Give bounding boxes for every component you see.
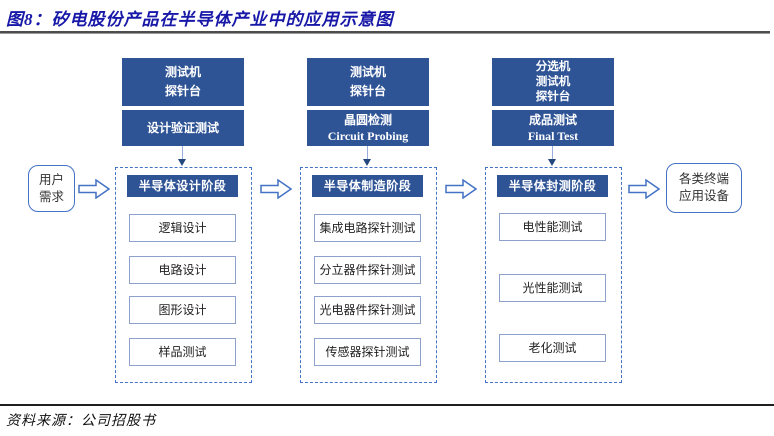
- stage-item: 样品测试: [129, 338, 236, 366]
- test-type-line: 成品测试: [528, 113, 577, 127]
- stage-design: 测试机 探针台 设计验证测试 半导体设计阶段 逻辑设计 电路设计 图形设计 样品…: [115, 0, 252, 436]
- stage-header: 半导体设计阶段: [127, 175, 238, 197]
- equipment-box: 测试机 探针台: [122, 58, 244, 106]
- test-type-line: Final Test: [527, 129, 579, 143]
- equipment-line: 分选机: [535, 60, 571, 73]
- equipment-line: 测试机: [349, 65, 386, 79]
- user-demand-line1: 用户: [38, 172, 64, 187]
- test-type-line: 晶圆检测: [343, 113, 392, 127]
- terminal-devices-line2: 应用设备: [678, 189, 729, 203]
- source-note: 资料来源：公司招股书: [6, 414, 156, 429]
- equipment-line: 探针台: [349, 84, 386, 98]
- test-type-line: Circuit Probing: [327, 129, 409, 143]
- right-arrow-icon: [260, 179, 292, 199]
- equipment-line: 探针台: [535, 90, 571, 103]
- stage-item: 集成电路探针测试: [314, 214, 421, 242]
- equipment-box: 测试机 探针台: [307, 58, 429, 106]
- stage-header: 半导体封测阶段: [497, 175, 608, 197]
- equipment-line: 测试机: [164, 65, 201, 79]
- user-demand-box: 用户 需求: [28, 165, 75, 212]
- test-type-box: 成品测试 Final Test: [492, 110, 614, 146]
- figure-title: 图8：矽电股份产品在半导体产业中的应用示意图: [6, 10, 394, 29]
- stage-item: 光性能测试: [499, 274, 606, 302]
- test-type-box: 设计验证测试: [122, 110, 244, 146]
- stage-manufacturing: 测试机 探针台 晶圆检测 Circuit Probing 半导体制造阶段 集成电…: [300, 0, 437, 436]
- stage-item: 光电器件探针测试: [314, 296, 421, 324]
- right-arrow-icon: [628, 179, 660, 199]
- equipment-line: 探针台: [164, 84, 201, 98]
- stage-item: 图形设计: [129, 296, 236, 324]
- stage-header: 半导体制造阶段: [312, 175, 423, 197]
- connector-line: [367, 146, 368, 160]
- user-demand-line2: 需求: [38, 189, 64, 204]
- down-arrow-icon: [548, 159, 556, 166]
- stage-item: 分立器件探针测试: [314, 256, 421, 284]
- stage-item: 逻辑设计: [129, 214, 236, 242]
- stage-item: 老化测试: [499, 334, 606, 362]
- stage-packaging-testing: 分选机 测试机 探针台 成品测试 Final Test 半导体封测阶段 电性能测…: [485, 0, 622, 436]
- test-type-box: 晶圆检测 Circuit Probing: [307, 110, 429, 146]
- right-arrow-icon: [78, 179, 110, 199]
- stage-container: 半导体设计阶段 逻辑设计 电路设计 图形设计 样品测试: [115, 167, 252, 383]
- terminal-devices-line1: 各类终端: [678, 172, 729, 186]
- stage-container: 半导体制造阶段 集成电路探针测试 分立器件探针测试 光电器件探针测试 传感器探针…: [300, 167, 437, 383]
- down-arrow-icon: [363, 159, 371, 166]
- title-underline: [0, 31, 770, 34]
- equipment-box: 分选机 测试机 探针台: [492, 58, 614, 106]
- test-type-line: 设计验证测试: [146, 121, 219, 135]
- equipment-line: 测试机: [535, 75, 571, 88]
- down-arrow-icon: [178, 159, 186, 166]
- stage-item: 电性能测试: [499, 213, 606, 241]
- stage-item: 传感器探针测试: [314, 338, 421, 366]
- stage-item: 电路设计: [129, 256, 236, 284]
- terminal-devices-box: 各类终端 应用设备: [666, 163, 742, 213]
- right-arrow-icon: [445, 179, 477, 199]
- connector-line: [182, 146, 183, 160]
- source-divider: [0, 404, 774, 406]
- connector-line: [552, 146, 553, 160]
- stage-container: 半导体封测阶段 电性能测试 光性能测试 老化测试: [485, 167, 622, 383]
